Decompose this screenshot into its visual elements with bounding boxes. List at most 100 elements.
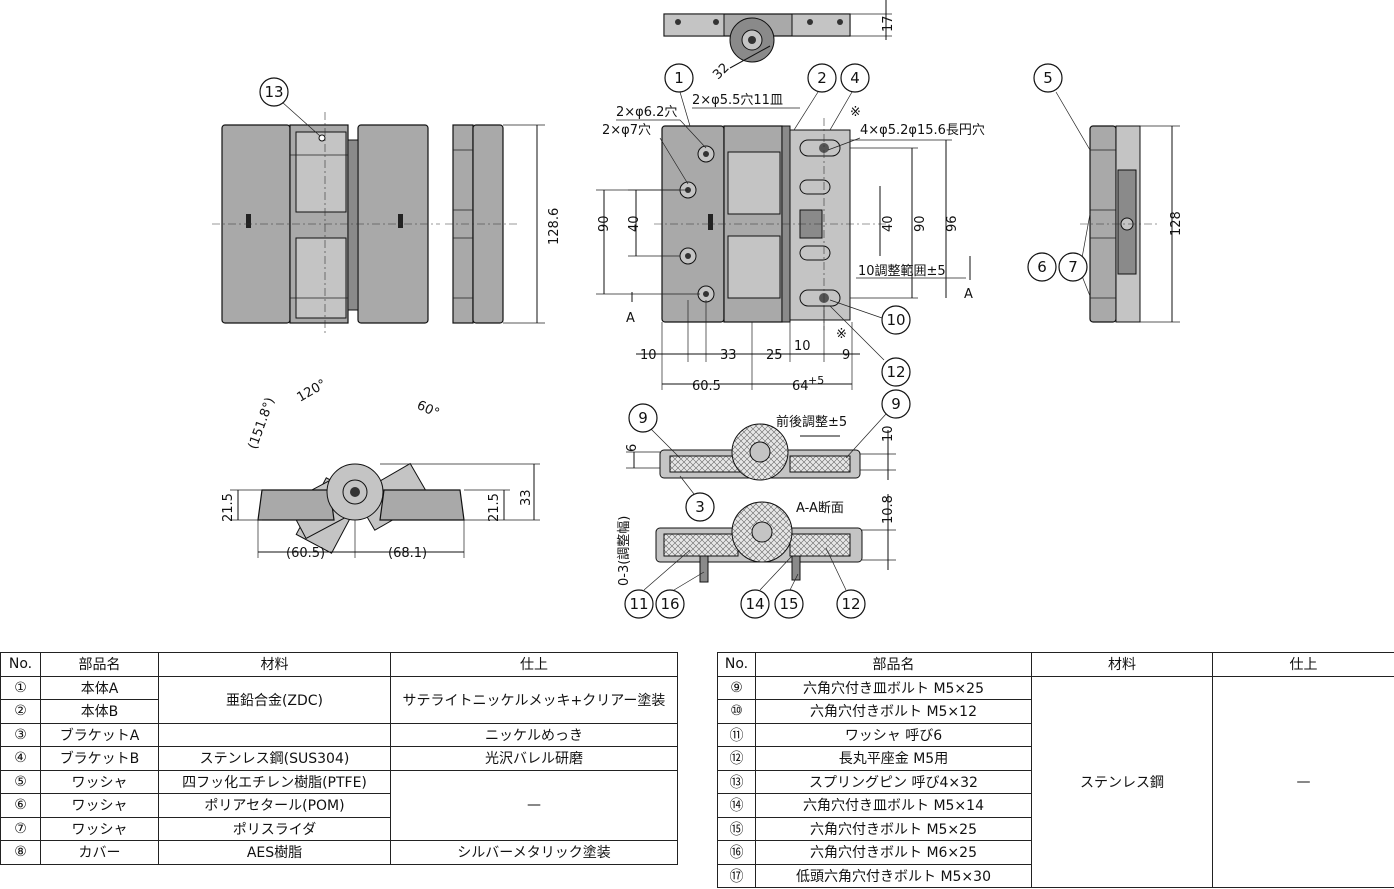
row-material: ステンレス鋼(SUS304) [158,746,391,771]
row-finish: サテライトニッケルメッキ+クリアー塗装 [390,675,678,724]
svg-text:11: 11 [629,595,648,613]
row-finish: — [390,769,678,841]
technical-drawing: 17 32 128.6 [212,0,1184,619]
row-no: ⑯ [717,840,756,865]
dim-6: 6 [625,444,640,452]
svg-text:13: 13 [264,83,283,101]
row-part-name: ワッシャ 呼び6 [755,722,1032,747]
dim-128: 128 [1169,211,1184,236]
row-part-name: 六角穴付きボルト M5×12 [755,699,1032,724]
row-part-name: 六角穴付きボルト M6×25 [755,840,1032,865]
table-row: ④ ブラケットB ステンレス鋼(SUS304) 光沢バレル研磨 [0,746,678,771]
table-row: ① 本体A 亜鉛合金(ZDC) サテライトニッケルメッキ+クリアー塗装 [0,675,678,724]
col-finish: 仕上 [390,652,678,677]
dim-128-6: 128.6 [547,208,562,245]
bubble-15: 15 [774,573,804,619]
col-material: 材料 [1031,652,1213,677]
bubble-5: 5 [1033,63,1091,151]
row-no: ⑨ [717,675,756,700]
svg-text:3: 3 [695,498,705,516]
dim-90-right: 90 [913,215,928,232]
row-part-name: 本体B [40,699,159,724]
angle-120: 120° [295,377,330,406]
dim-32: 32 [710,61,732,83]
row-finish: シルバーメタリック塗装 [390,840,678,865]
dim-90-left: 90 [597,215,612,232]
table-row: ② 本体B [0,699,678,724]
section-a-left: A [626,311,635,326]
bubble-9-left: 9 [628,403,681,459]
bubble-9-right: 9 [845,389,911,459]
col-part-name: 部品名 [40,652,159,677]
dim-10-c: 10 [881,425,896,442]
row-part-name: ブラケットB [40,746,159,771]
front-view-center [654,118,888,330]
row-finish: — [1212,675,1394,888]
svg-text:1: 1 [674,69,684,87]
width-adjust-label: 0-3(調整幅) [617,516,632,586]
svg-text:5: 5 [1043,69,1053,87]
row-no: ⑥ [0,793,41,818]
bubble-11: 11 [624,549,691,619]
dim-64-tolerance: +5 [808,374,824,387]
svg-text:6: 6 [1037,258,1047,276]
table-row: ⑧ カバー AES樹脂 シルバーメタリック塗装 [0,840,678,865]
hole-62-label: 2×φ6.2穴 [616,105,677,120]
dim-10-8: 10.8 [881,495,896,524]
bubble-2: 2 [793,63,837,131]
svg-text:7: 7 [1068,258,1078,276]
dim-10-b: 10 [794,339,811,354]
dim-96: 96 [945,215,960,232]
bubble-4: 4 [829,63,870,131]
parts-table-right: No. 部品名 材料 仕上 ⑨ 六角穴付き皿ボルト M5×25 ステンレス鋼 —… [717,652,1394,888]
col-part-name: 部品名 [755,652,1032,677]
bubble-7: 7 [1058,213,1091,297]
svg-text:16: 16 [660,595,679,613]
svg-text:2: 2 [817,69,827,87]
section-a-right: A [964,287,973,302]
row-part-name: 六角穴付き皿ボルト M5×14 [755,793,1032,818]
row-material: 四フッ化エチレン樹脂(PTFE) [158,769,391,794]
svg-text:14: 14 [745,595,764,613]
row-finish: ニッケルめっき [390,722,678,747]
parts-table-left: No. 部品名 材料 仕上 ① 本体A 亜鉛合金(ZDC) サテライトニッケルメ… [0,652,678,865]
row-no: ③ [0,722,41,747]
dim-68-1-paren: (68.1) [388,546,427,561]
dim-10-a: 10 [640,348,657,363]
fb-adjust-label: 前後調整±5 [776,414,847,430]
dim-9: 9 [842,348,850,363]
row-finish: 光沢バレル研磨 [390,746,678,771]
side-view-right: 128 [1080,125,1184,323]
bubble-12-bottom: 12 [825,547,866,619]
row-no: ⑬ [717,769,756,794]
row-material: 亜鉛合金(ZDC) [158,723,391,747]
row-no: ⑤ [0,769,41,794]
dim-33: 33 [720,348,737,363]
table-row: ③ ブラケットA 亜鉛合金(ZDC) ニッケルめっき [0,722,678,747]
dim-33-side: 33 [519,489,534,506]
note-mark-top: ※ [850,105,861,120]
bubble-6: 6 [1027,252,1057,282]
adjust-range-label: 10調整範囲±5 [858,264,946,279]
row-no: ⑭ [717,793,756,818]
row-no: ⑰ [717,863,756,888]
row-part-name: 六角穴付き皿ボルト M5×25 [755,675,1032,700]
angle-60: 60° [414,398,441,421]
row-no: ② [0,699,41,724]
row-no: ⑩ [717,699,756,724]
row-part-name: 本体A [40,675,159,700]
svg-text:10: 10 [886,311,905,329]
bubble-16: 16 [655,571,705,619]
svg-text:15: 15 [779,595,798,613]
dim-60-5-paren: (60.5) [286,546,325,561]
side-view-left: 128.6 [445,124,562,324]
svg-text:12: 12 [841,595,860,613]
table-header: No. 部品名 材料 仕上 [0,652,678,677]
row-part-name: スプリングピン 呼び4×32 [755,769,1032,794]
row-part-name: カバー [40,840,159,865]
col-no: No. [717,652,756,677]
section-aa-label: A-A断面 [796,501,844,516]
